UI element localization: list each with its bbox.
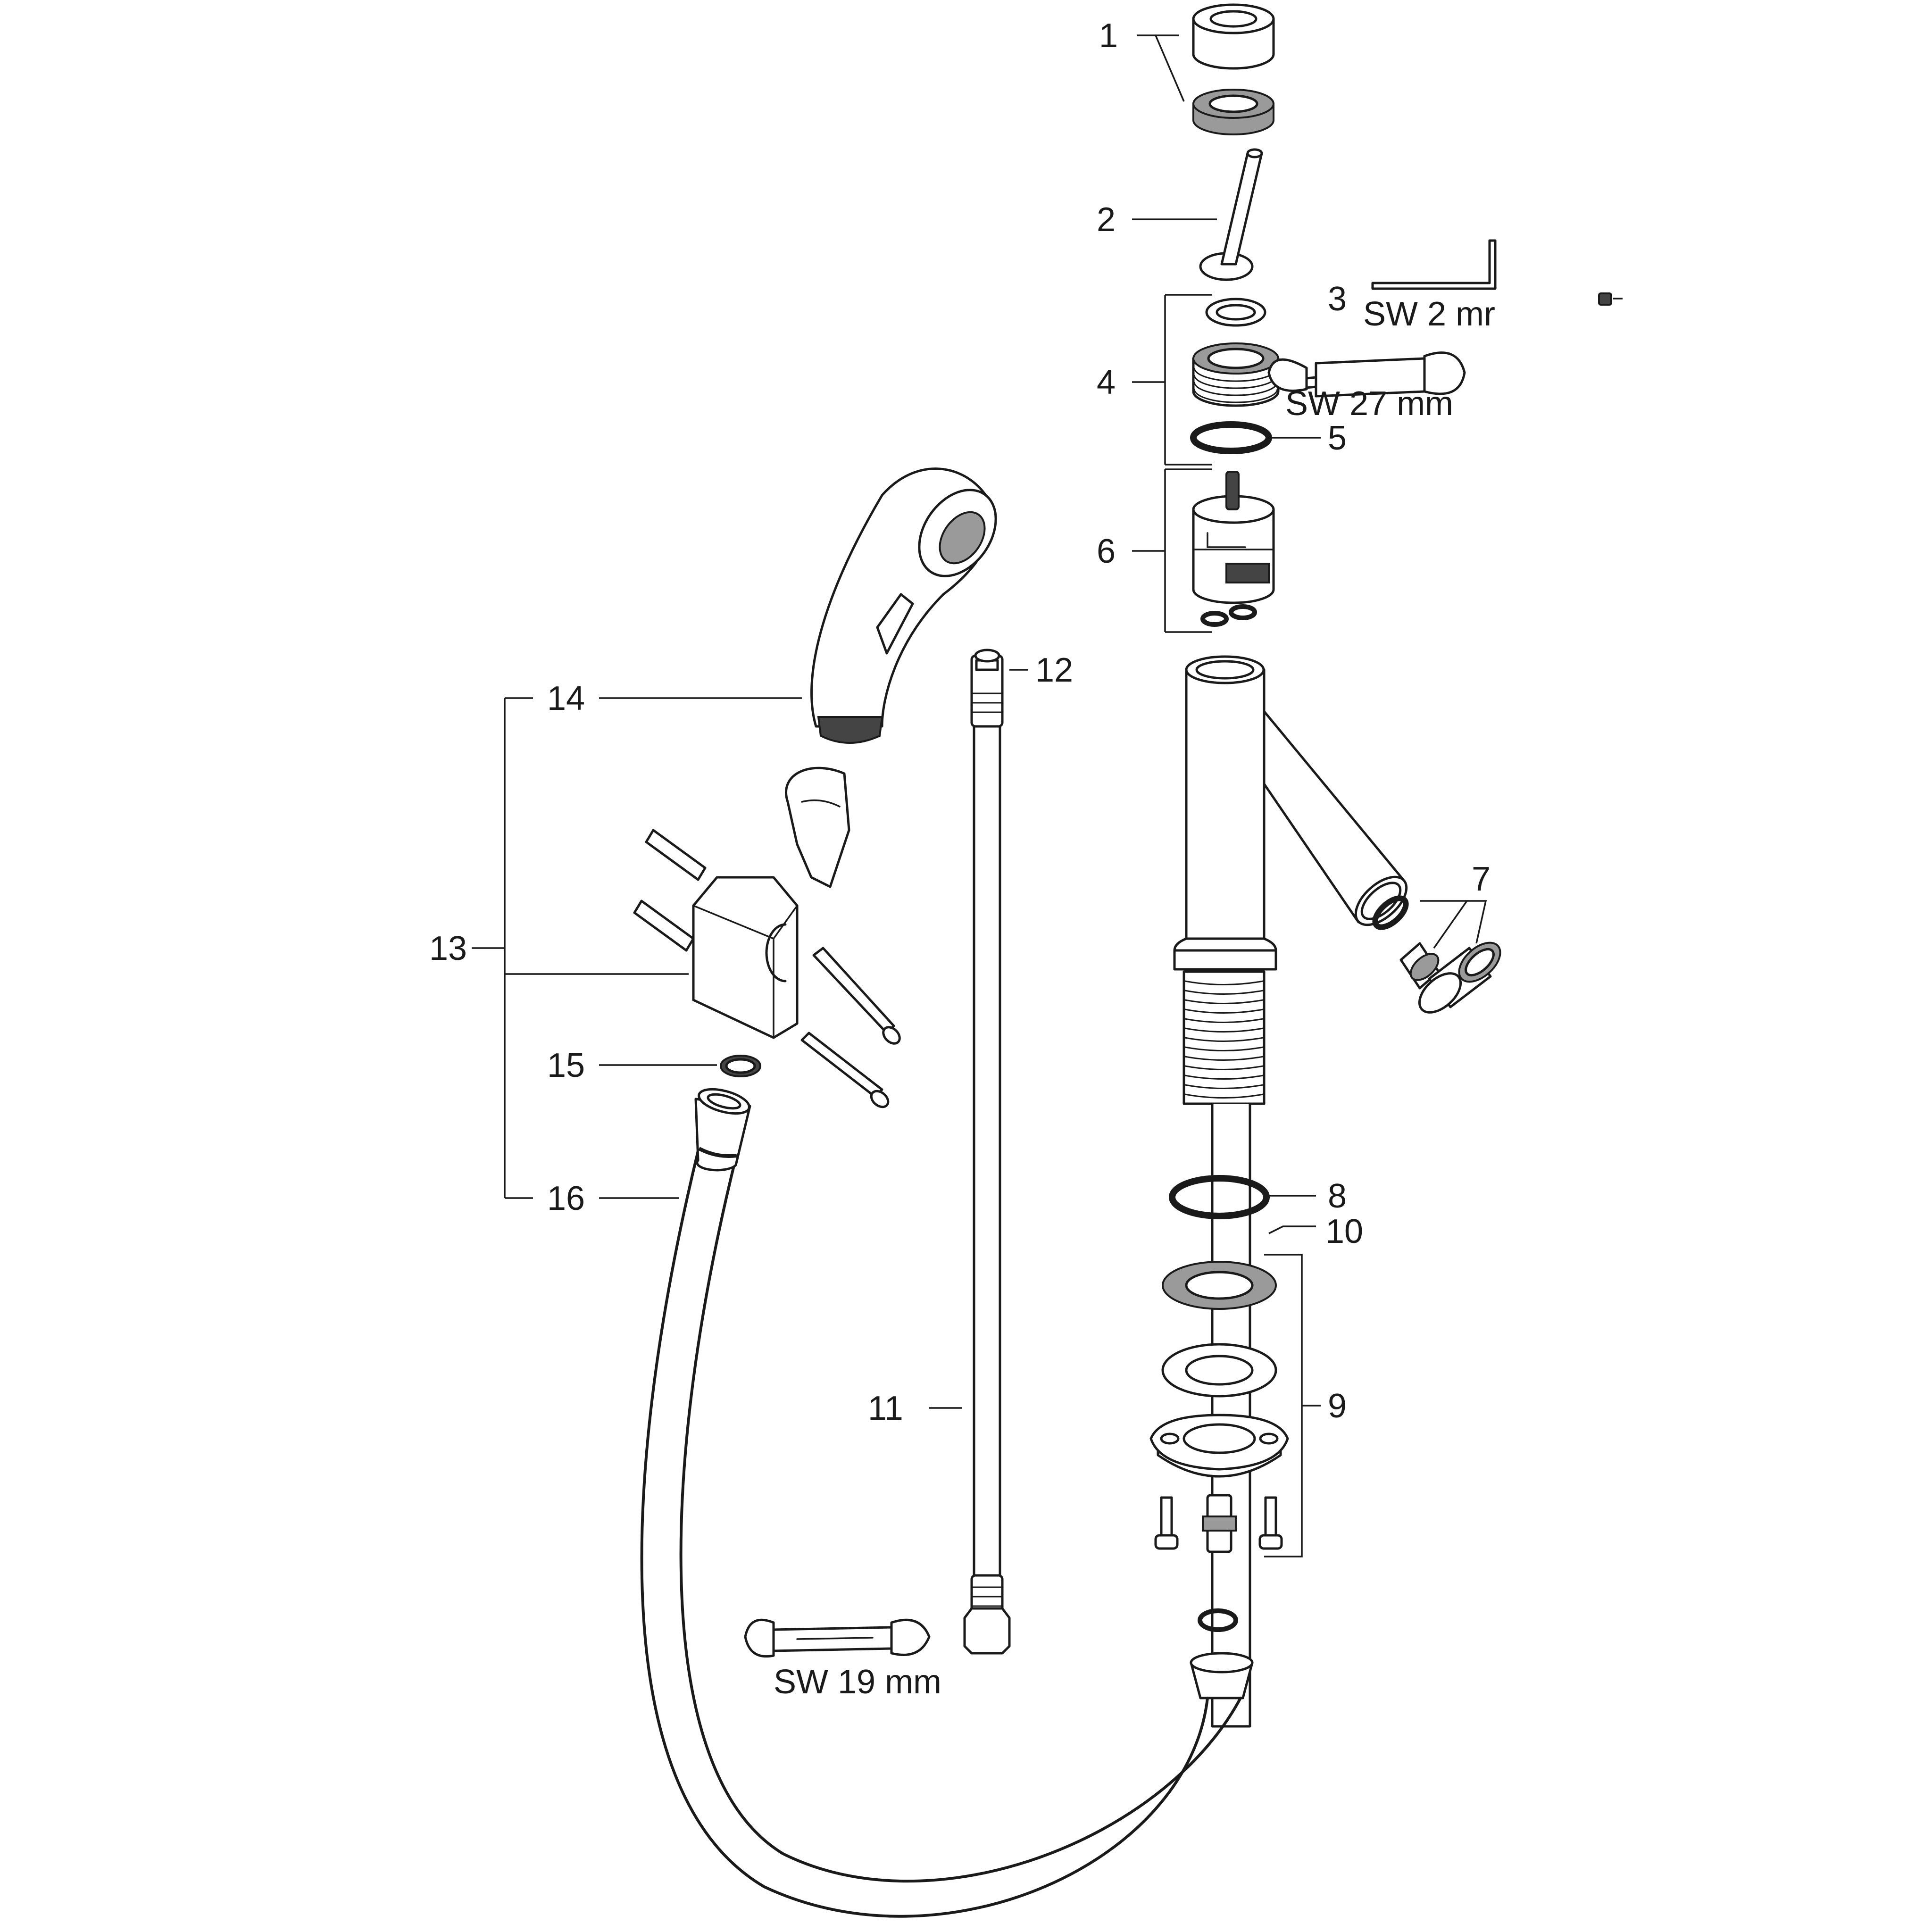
part-14-hand-shower [810, 467, 997, 744]
wrench-icon [1267, 351, 1466, 398]
part-6-cartridge [1192, 471, 1275, 627]
part-3-set-screw [1598, 292, 1612, 306]
hex-key-icon [1371, 239, 1497, 290]
callout-3: 3 [1328, 280, 1347, 318]
callout-2: 2 [1097, 201, 1116, 239]
part-13-holder [633, 766, 901, 1108]
callout-labels: 1 2 3 4 5 6 7 8 10 9 11 12 13 14 15 16 S… [429, 17, 1495, 1701]
wrench-bottom-size-label: SW 19 mm [774, 1663, 941, 1701]
callout-4: 4 [1097, 364, 1116, 401]
callout-12: 12 [1035, 651, 1073, 689]
part-15-filter [720, 1055, 761, 1077]
callout-1: 1 [1099, 17, 1118, 55]
callout-11: 11 [868, 1390, 903, 1427]
part-1-cap [1192, 3, 1275, 135]
callout-9: 9 [1328, 1387, 1347, 1425]
part-10-washer [1162, 1261, 1277, 1310]
part-16-hose [640, 1088, 1242, 1918]
part-5-o-ring [1190, 421, 1272, 454]
callout-15: 15 [547, 1047, 585, 1084]
hex-key-size-label: SW 2 mr [1363, 295, 1495, 333]
part-8-o-ring [1169, 1175, 1270, 1219]
part-7-aerator [1372, 895, 1501, 1014]
part-11-supply-hose [963, 654, 1011, 1655]
wrench-top-size-label: SW 27 mm [1285, 385, 1453, 423]
callout-5: 5 [1328, 419, 1347, 457]
callout-6: 6 [1097, 533, 1116, 570]
part-2-lever [1199, 148, 1263, 281]
part-9-mounting-set [1149, 1343, 1289, 1553]
leader-lines [472, 34, 1623, 1557]
part-12-fitting [974, 649, 1000, 671]
callout-7: 7 [1472, 860, 1491, 898]
faucet-body [1173, 655, 1408, 1728]
callout-10: 10 [1325, 1213, 1363, 1250]
wrench-icon [744, 1618, 931, 1658]
callout-14: 14 [547, 680, 585, 717]
hose-connector [1190, 1608, 1254, 1699]
callout-16: 16 [547, 1180, 585, 1217]
part-4-nut-assembly [1192, 298, 1280, 407]
callout-13: 13 [429, 930, 467, 967]
callout-8: 8 [1328, 1177, 1347, 1215]
